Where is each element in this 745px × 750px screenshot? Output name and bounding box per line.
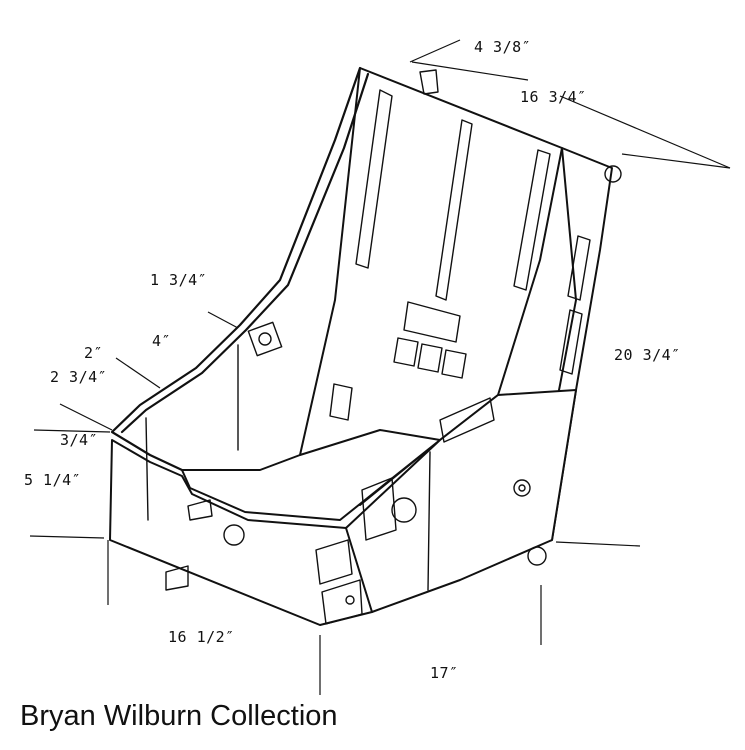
dim-back-depth: 16 3/4″ [520,88,587,106]
dim-seat-depth: 17″ [430,664,459,682]
dim-back-height: 20 3/4″ [614,346,681,364]
dim-seat-width: 16 1/2″ [168,628,235,646]
dim-side-top: 2″ [84,344,103,362]
dim-side-height: 4″ [152,332,171,350]
dim-lip-height: 3/4″ [60,431,98,449]
collection-caption: Bryan Wilburn Collection [20,700,338,732]
dim-lip-width: 2 3/4″ [50,368,107,386]
dim-front-height: 5 1/4″ [24,471,81,489]
dim-rim-width: 1 3/4″ [150,271,207,289]
dim-back-top-width: 4 3/8″ [474,38,531,56]
ejection-seat-bucket [109,66,622,626]
dimension-lines [29,39,731,695]
